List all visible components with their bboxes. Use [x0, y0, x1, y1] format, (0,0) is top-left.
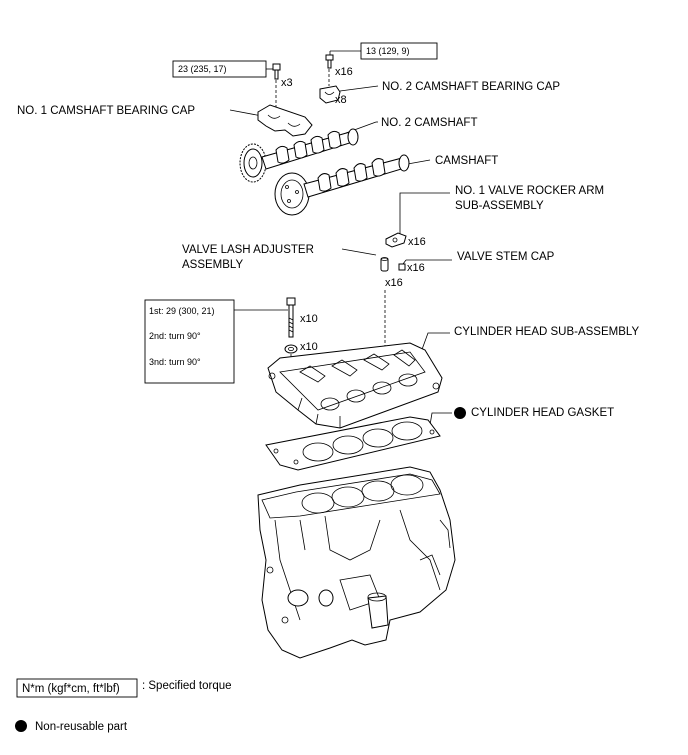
qty-stem-cap: x16	[407, 262, 425, 274]
valve-stem-cap	[398, 263, 406, 271]
cylinder-head-bolt	[286, 297, 296, 338]
cylinder-head-washer	[284, 344, 298, 354]
label-lash-adjuster-line2: ASSEMBLY	[182, 259, 243, 271]
no2-bearing-cap	[319, 85, 341, 104]
legend-torque-desc: : Specified torque	[142, 680, 232, 692]
leader-line	[341, 248, 377, 256]
valve-lash-adjuster	[380, 257, 389, 272]
label-rocker-arm-line1: NO. 1 VALVE ROCKER ARM	[455, 185, 604, 197]
label-lash-adjuster-line1: VALVE LASH ADJUSTER	[182, 244, 314, 256]
qty-lash-adjuster: x16	[385, 277, 403, 289]
torque-value-no1-cap-bolt: 23 (235, 17)	[178, 64, 227, 74]
qty-no2-cap: x8	[335, 94, 347, 106]
torque-box-head-bolt	[144, 299, 235, 384]
qty-no1-cap-bolt: x3	[281, 77, 293, 89]
label-cylinder-head: CYLINDER HEAD SUB-ASSEMBLY	[454, 326, 639, 338]
torque-step1: 1st: 29 (300, 21)	[149, 306, 215, 316]
no2-camshaft	[239, 128, 359, 183]
label-no1-bearing-cap: NO. 1 CAMSHAFT BEARING CAP	[17, 105, 195, 117]
label-head-gasket: CYLINDER HEAD GASKET	[471, 407, 614, 419]
leader-line	[402, 259, 407, 265]
torque-step3: 3nd: turn 90°	[149, 357, 201, 367]
label-rocker-arm-line2: SUB-ASSEMBLY	[455, 200, 544, 212]
label-no2-bearing-cap: NO. 2 CAMSHAFT BEARING CAP	[382, 81, 560, 93]
legend-torque-box	[16, 678, 138, 698]
cylinder-block	[257, 466, 456, 659]
torque-value-no2-cap-bolt: 13 (129, 9)	[366, 46, 410, 56]
no1-cap-bolt	[272, 63, 281, 80]
qty-rocker-arm: x16	[408, 236, 426, 248]
leader-line	[399, 192, 450, 234]
rocker-arm	[385, 232, 407, 248]
label-stem-cap: VALVE STEM CAP	[457, 251, 555, 263]
legend-torque-units: N*m (kgf*cm, ft*lbf)	[22, 683, 120, 695]
qty-no2-cap-bolt: x16	[335, 66, 353, 78]
legend-nonreusable-desc: Non-reusable part	[35, 721, 128, 733]
camshaft	[274, 154, 410, 216]
leader-line	[419, 332, 450, 356]
no1-bearing-cap	[257, 104, 313, 137]
no2-cap-bolt	[325, 54, 334, 69]
legend-nonreusable-mark	[15, 720, 27, 732]
leader-line	[339, 85, 379, 92]
cylinder-head	[267, 342, 443, 429]
leader-line	[229, 109, 263, 117]
qty-head-washer: x10	[300, 341, 318, 353]
nonreusable-mark-gasket	[454, 407, 466, 419]
label-camshaft: CAMSHAFT	[435, 155, 498, 167]
qty-head-bolt: x10	[300, 313, 318, 325]
torque-step2: 2nd: turn 90°	[149, 331, 201, 341]
cylinder-head-gasket	[265, 416, 441, 471]
label-no2-camshaft: NO. 2 CAMSHAFT	[381, 117, 477, 129]
leader-line	[429, 412, 452, 426]
